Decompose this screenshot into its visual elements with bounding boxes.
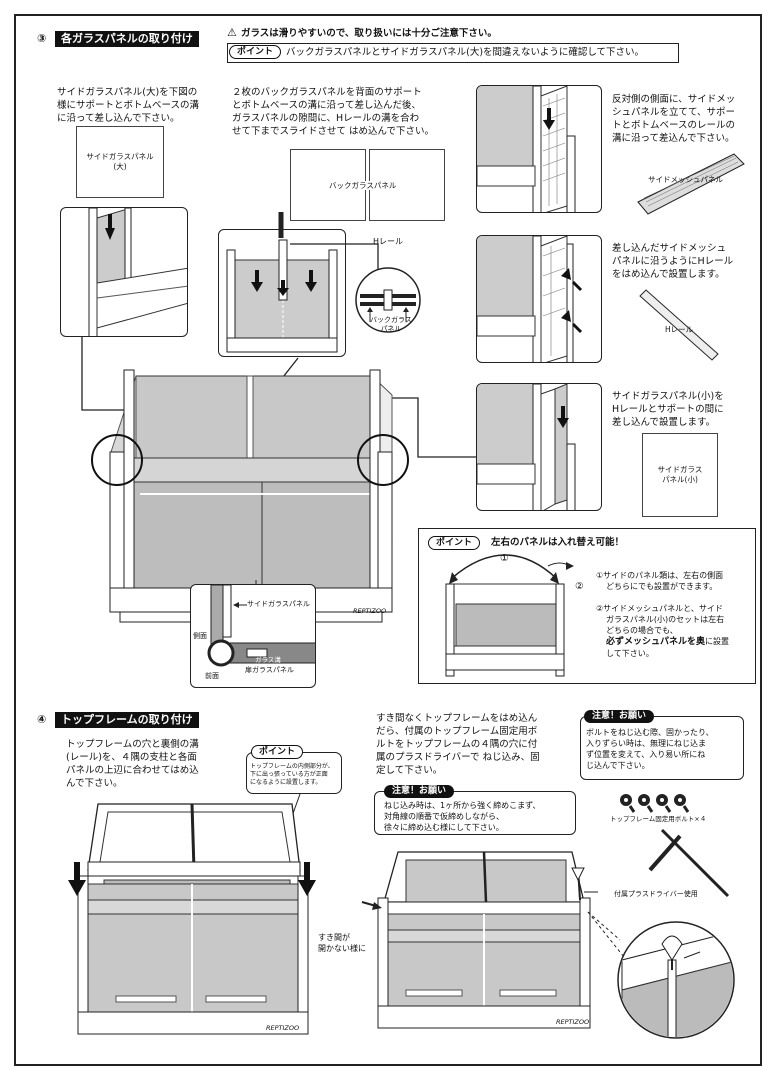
side-mesh-panel-label: サイドメッシュパネル [648, 175, 723, 184]
swap-note1: ①サイドのパネル類は、左右の側面 どちらにでも設置ができます。 [596, 571, 724, 591]
right3-line: サイドガラスパネル(小)を [612, 391, 724, 402]
brand-logo-sec4-right: REPTIZOO [556, 1018, 590, 1026]
inset-glass-groove-detail [190, 584, 316, 688]
right1-line: トとボトムベースのレールの [612, 120, 736, 131]
caution-text: ねじ込み時は、1ヶ所から強く締めこまず、 対角線の順番で仮締めしながら、 徐々に… [384, 801, 541, 832]
inset-side-glass-small [476, 383, 602, 511]
warning-icon: ⚠ [227, 26, 237, 39]
right1-line: 溝に沿って差込んで下さい。 [612, 133, 735, 144]
side-mesh-panel-illustration [637, 153, 745, 215]
page-frame [14, 14, 762, 1066]
step2-line: ガラスパネルの隙間に、Hレールの溝を合わ [232, 113, 420, 124]
step1-text: サイドガラスパネル(大)を下図の 様にサポートとボトムベースの溝 に沿って差し込… [57, 86, 199, 125]
caution2-box [580, 716, 744, 780]
step2-line: とボトムベースの溝に沿って差し込んだ後、 [232, 100, 422, 111]
inset-side-mesh [476, 85, 602, 213]
right3-line: 差し込んで設置します。 [612, 417, 716, 428]
inset-h-rail-mesh [476, 235, 602, 363]
step2-text: ２枚のバックガラスパネルを背面のサポート とボトムベースの溝に沿って差し込んだ後… [232, 86, 434, 138]
detail-side-glass-label: サイドガラスパネル [247, 600, 310, 608]
side-glass-large-panel: サイドガラスパネル(大) [76, 126, 164, 198]
point-box [227, 43, 679, 63]
section3-title: 各ガラスパネルの取り付け [55, 31, 199, 47]
right1-line: 反対側の側面に、サイドメッ [612, 94, 736, 105]
right2-line: をはめ込んで設置します。 [612, 269, 725, 280]
point-label: ポイント [229, 45, 282, 59]
driver-label: 付属プラスドライバー使用 [614, 890, 698, 898]
back-glass-detail-label: バックガラスパネル [370, 316, 412, 333]
right1-text: 反対側の側面に、サイドメッ シュパネルを立てて、サポー トとボトムベースのレール… [612, 93, 735, 145]
section4-point-text: トップフレームの内側部分が、 下に出っ張っている方が正面 になるように設置します… [250, 763, 334, 786]
caution-label: 注意！お願い [384, 785, 455, 798]
step1-line: サイドガラスパネル(大)を下図の [57, 87, 198, 98]
detail-side-label: 側面 [193, 632, 207, 640]
swap-point-label: ポイント [428, 536, 481, 550]
detail-glass-groove-label: ガラス溝 [255, 656, 281, 664]
caution2-text: ボルトをねじ込む際、固かったり、 入りずらい時は、無理にねじ込ま ず位置を変えて… [586, 728, 714, 770]
brand-logo-sec3: REPTIZOO [353, 607, 387, 615]
step2-line: ２枚のバックガラスパネルを背面のサポート [232, 87, 422, 98]
gap-label: すき間が 開かない様に [318, 933, 366, 953]
right1-line: シュパネルを立てて、サポー [612, 107, 736, 118]
inset-corner-side-glass [60, 207, 188, 337]
right3-line: Hレールとサポートの間に [612, 404, 724, 415]
swap-note2: ②サイドメッシュパネルと、サイド ガラスパネル(小)のセットは左右 どちらの場合… [596, 604, 730, 658]
h-rail2-label: Hレール [665, 325, 694, 334]
step2-line: せて下までスライドさせて はめ込んで下さい。 [232, 126, 435, 137]
section4-step1-text: トップフレームの穴と裏側の溝 (レール)を、４隅の支柱と各面 パネルの上辺に合わ… [66, 739, 199, 789]
right2-text: 差し込んだサイドメッシュ パネルに沿うようにHレール をはめ込んで設置します。 [612, 242, 733, 281]
right2-line: 差し込んだサイドメッシュ [612, 243, 727, 254]
step1-line: に沿って差し込んで下さい。 [57, 113, 180, 124]
back-glass-label: バックガラスパネル [329, 181, 397, 190]
inset-back-glass [218, 229, 346, 357]
swap-title: 左右のパネルは入れ替え可能！ [491, 537, 625, 548]
swap-number-2: ② [575, 581, 584, 592]
bolts-label: トップフレーム固定用ボルト×４ [610, 815, 707, 823]
section4-step2-text: すき間なくトップフレームをはめ込ん だら、付属のトップフレーム固定用ボ ルトをト… [376, 713, 540, 776]
warning-text: ガラスは滑りやすいので、取り扱いには十分ご注意下さい。 [241, 28, 497, 39]
swap-number-1: ① [500, 553, 509, 564]
step1-line: 様にサポートとボトムベースの溝 [57, 100, 200, 111]
h-rail-illustration [639, 289, 719, 361]
h-rail-label: Hレール [373, 237, 404, 246]
right3-text: サイドガラスパネル(小)を Hレールとサポートの間に 差し込んで設置します。 [612, 390, 724, 429]
brand-logo-sec4-left: REPTIZOO [266, 1024, 300, 1032]
caution-box [374, 791, 576, 835]
detail-front-label: 前面 [205, 672, 219, 680]
section4-number: ④ [37, 713, 47, 726]
point-text: バックガラスパネルとサイドガラスパネル(大)を間違えないように確認して下さい。 [286, 47, 645, 58]
detail-door-glass-label: 扉ガラスパネル [245, 666, 294, 674]
section3-number: ③ [37, 32, 47, 45]
side-glass-small-panel: サイドガラスパネル(小) [642, 433, 718, 517]
section4-title: トップフレームの取り付け [55, 712, 199, 728]
caution2-label: 注意！お願い [584, 710, 655, 723]
section4-point-label: ポイント [251, 745, 304, 759]
right2-line: パネルに沿うようにHレール [612, 256, 734, 267]
